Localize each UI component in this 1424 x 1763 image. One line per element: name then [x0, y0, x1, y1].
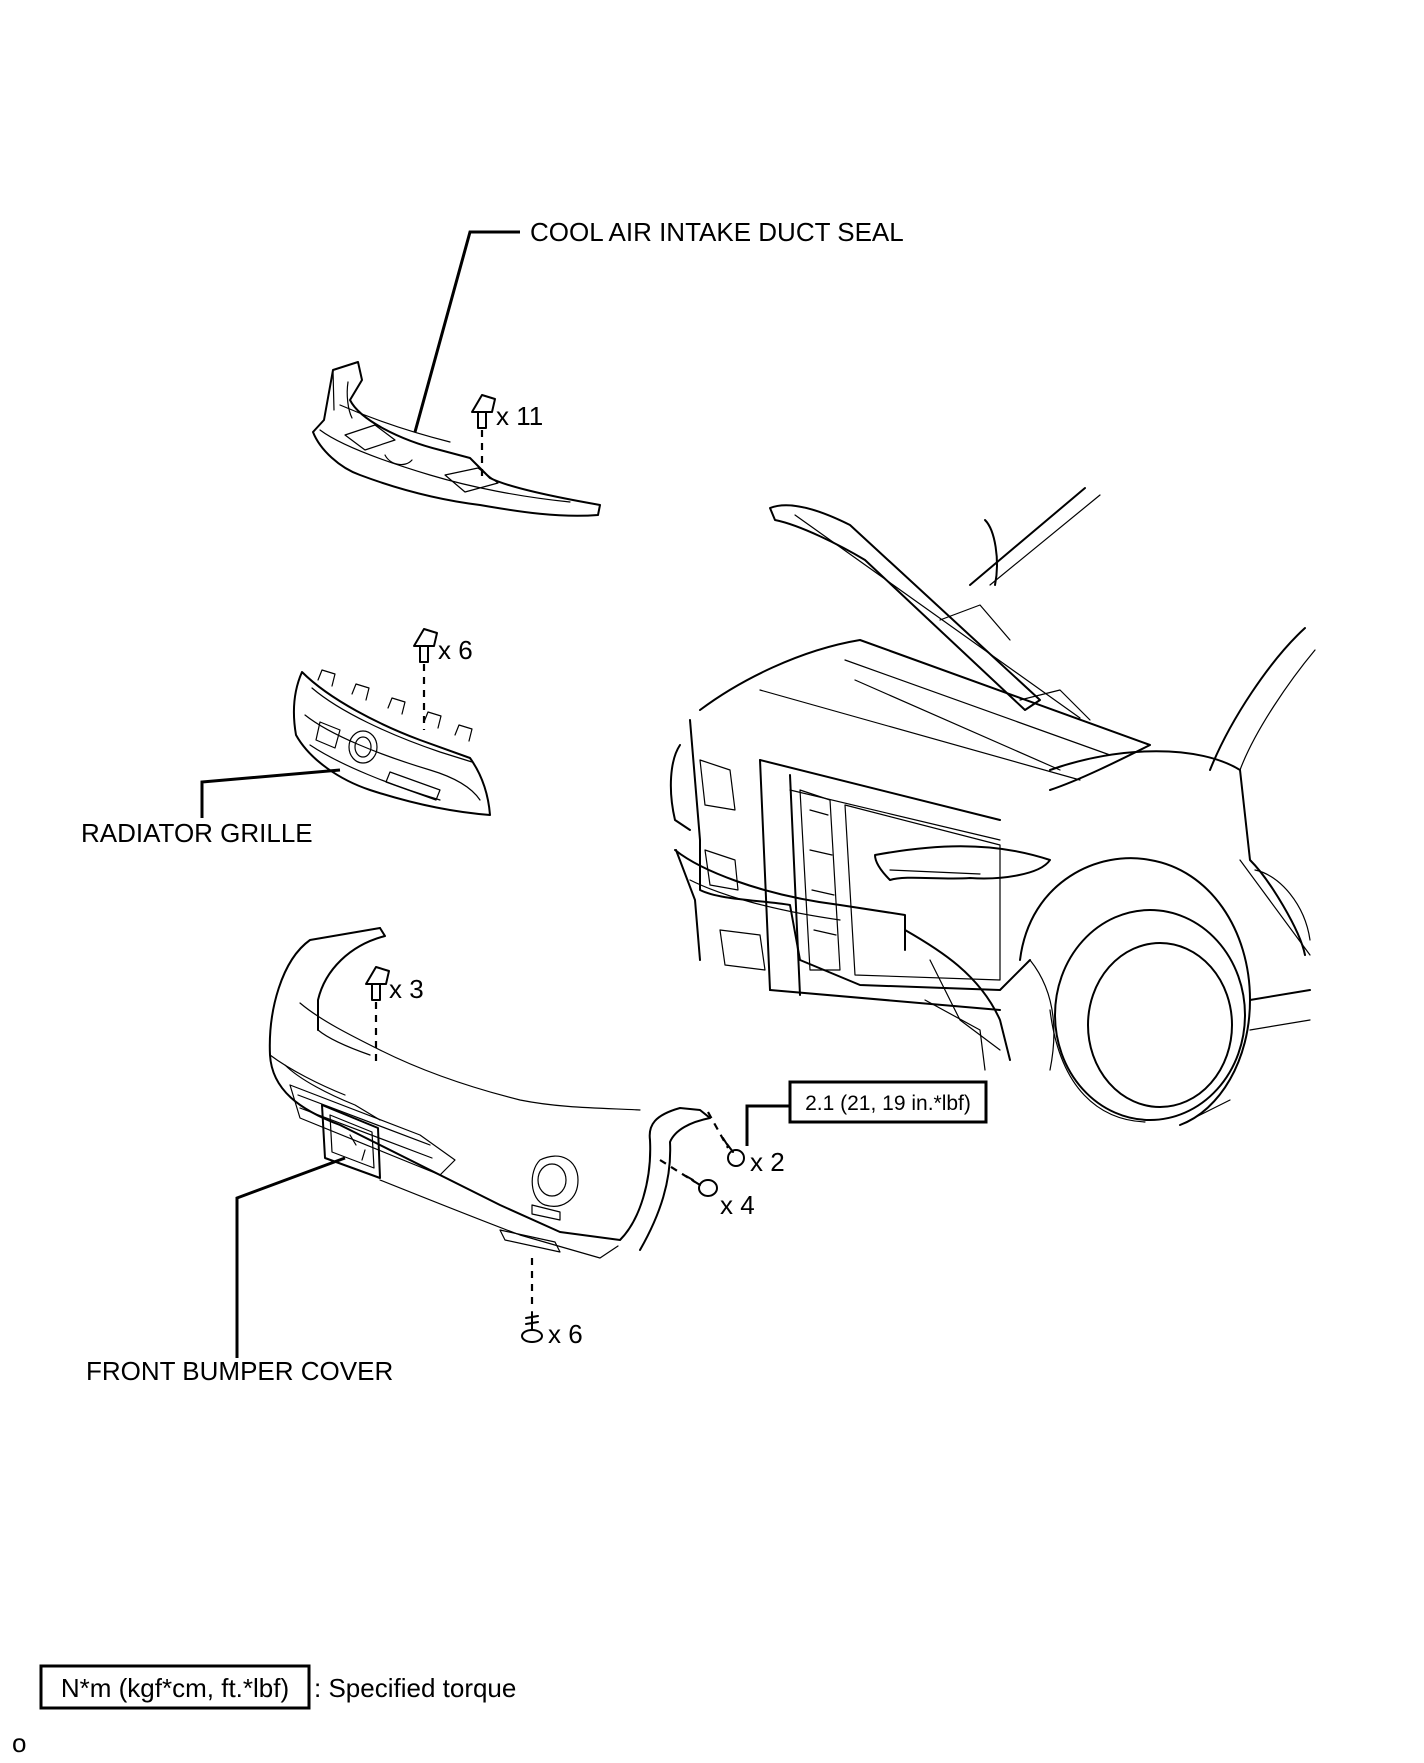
- cool-air-intake-duct-seal-part: [312, 361, 601, 517]
- count-bumper-top-clips: x 3: [389, 974, 424, 1004]
- figure-code: o: [12, 1728, 26, 1758]
- legend-torque-unit-box: [39, 1664, 311, 1710]
- torque-spec-box: [788, 1080, 988, 1124]
- count-bumper-bottom-screws: x 6: [548, 1319, 583, 1349]
- clip-icon-duct-seal: [471, 394, 496, 429]
- count-grille-clips: x 6: [438, 635, 473, 665]
- label-cool-air-intake-duct-seal: COOL AIR INTAKE DUCT SEAL: [530, 217, 904, 247]
- radiator-grille-part: [293, 669, 491, 816]
- legend-torque-unit: N*m (kgf*cm, ft.*lbf): [61, 1673, 289, 1703]
- label-front-bumper-cover: FRONT BUMPER COVER: [86, 1356, 393, 1386]
- legend-description: : Specified torque: [314, 1673, 516, 1703]
- count-bumper-side-bolts: x 2: [750, 1147, 785, 1177]
- torque-spec-value: 2.1 (21, 19 in.*lbf): [805, 1092, 971, 1115]
- clip-icon-grille: [413, 628, 438, 663]
- count-duct-seal-clips: x 11: [496, 401, 543, 431]
- leader-lines: [200, 230, 790, 1358]
- clip-icon-bumper-top: [365, 966, 390, 1001]
- count-bumper-side-screws: x 4: [720, 1190, 755, 1220]
- bolt-icon-bumper-side: [722, 1137, 745, 1167]
- screw-icon-bumper-side: [685, 1175, 718, 1197]
- label-radiator-grille: RADIATOR GRILLE: [81, 818, 313, 848]
- vehicle-front-illustration: [669, 487, 1316, 1126]
- front-bumper-cover-part: [268, 927, 711, 1259]
- screw-icon-bumper-bottom: [521, 1311, 543, 1343]
